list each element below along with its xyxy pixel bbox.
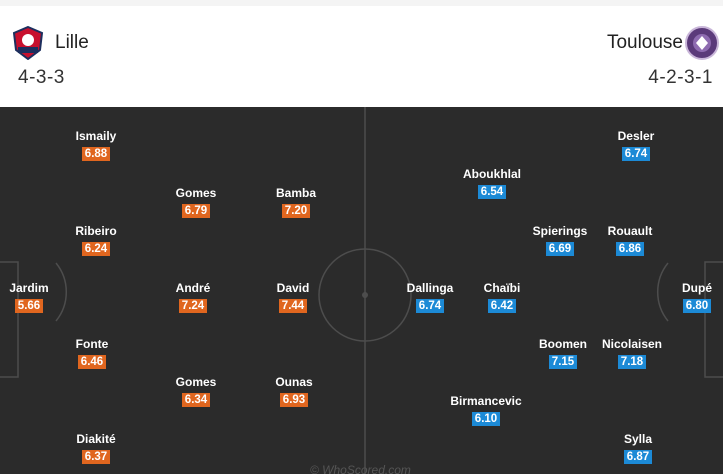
player-rating: 6.74	[621, 147, 651, 161]
player-name: Gomes	[175, 375, 217, 389]
player-home-8[interactable]: Fonte 6.46	[52, 337, 132, 370]
player-name: David	[276, 281, 310, 295]
player-rating: 6.87	[623, 450, 653, 464]
player-home-11[interactable]: Diakité 6.37	[56, 432, 136, 465]
player-name: Sylla	[623, 432, 653, 446]
watermark: © WhoScored.com	[310, 463, 411, 474]
player-rating: 6.80	[682, 299, 712, 313]
player-away-10[interactable]: Birmancevic 6.10	[446, 394, 526, 427]
player-rating: 6.24	[81, 242, 111, 256]
player-name: Diakité	[76, 432, 116, 446]
player-name: Jardim	[9, 281, 49, 295]
player-name: Fonte	[75, 337, 109, 351]
player-name: Desler	[617, 129, 655, 143]
player-rating: 6.54	[477, 185, 507, 199]
away-team-name[interactable]: Toulouse	[606, 32, 683, 53]
home-formation: 4-3-3	[18, 67, 65, 88]
player-away-8[interactable]: Boomen 7.15	[523, 337, 603, 370]
player-away-4[interactable]: Rouault 6.86	[590, 224, 670, 257]
player-away-1[interactable]: Desler 6.74	[596, 129, 676, 162]
player-rating: 6.42	[487, 299, 517, 313]
player-away-7[interactable]: Dupé 6.80	[657, 281, 723, 314]
player-name: Nicolaisen	[601, 337, 663, 351]
player-away-9[interactable]: Nicolaisen 7.18	[592, 337, 672, 370]
player-rating: 7.24	[178, 299, 208, 313]
player-away-3[interactable]: Spierings 6.69	[520, 224, 600, 257]
player-name: Rouault	[607, 224, 653, 238]
lille-crest-icon[interactable]	[12, 25, 44, 61]
player-rating: 6.69	[545, 242, 575, 256]
player-rating: 6.93	[279, 393, 309, 407]
player-name: Ribeiro	[75, 224, 117, 238]
player-away-2[interactable]: Aboukhlal 6.54	[452, 167, 532, 200]
player-home-2[interactable]: Gomes 6.79	[156, 186, 236, 219]
player-name: Gomes	[175, 186, 217, 200]
player-name: Boomen	[539, 337, 587, 351]
player-home-5[interactable]: Jardim 5.66	[0, 281, 69, 314]
player-rating: 6.88	[81, 147, 111, 161]
player-name: Dallinga	[406, 281, 454, 295]
player-away-5[interactable]: Dallinga 6.74	[390, 281, 470, 314]
toulouse-crest-icon[interactable]	[685, 26, 719, 60]
player-rating: 6.86	[615, 242, 645, 256]
player-name: Aboukhlal	[462, 167, 521, 181]
player-rating: 6.37	[81, 450, 111, 464]
player-name: Dupé	[682, 281, 712, 295]
player-away-11[interactable]: Sylla 6.87	[598, 432, 678, 465]
player-name: Ismaily	[75, 129, 117, 143]
player-name: Spierings	[532, 224, 588, 238]
player-home-10[interactable]: Ounas 6.93	[254, 375, 334, 408]
player-rating: 6.10	[471, 412, 501, 426]
player-home-6[interactable]: André 7.24	[153, 281, 233, 314]
player-name: Chaïbi	[483, 281, 521, 295]
pitch: Ismaily 6.88 Gomes 6.79 Bamba 7.20 Ribei…	[0, 107, 723, 474]
player-name: Bamba	[275, 186, 316, 200]
match-header: Lille 4-3-3 Toulouse 4-2-3-1	[0, 0, 723, 107]
player-rating: 7.15	[548, 355, 578, 369]
player-rating: 7.44	[278, 299, 308, 313]
player-rating: 7.18	[617, 355, 647, 369]
player-home-7[interactable]: David 7.44	[253, 281, 333, 314]
player-name: Ounas	[275, 375, 313, 389]
away-formation: 4-2-3-1	[648, 67, 713, 88]
pitch-markings	[0, 107, 723, 474]
home-team-name[interactable]: Lille	[55, 32, 89, 53]
player-home-3[interactable]: Bamba 7.20	[256, 186, 336, 219]
player-rating: 6.74	[415, 299, 445, 313]
player-name: Birmancevic	[450, 394, 522, 408]
player-away-6[interactable]: Chaïbi 6.42	[462, 281, 542, 314]
player-rating: 5.66	[14, 299, 44, 313]
player-home-4[interactable]: Ribeiro 6.24	[56, 224, 136, 257]
player-rating: 6.79	[181, 204, 211, 218]
player-name: André	[175, 281, 211, 295]
player-rating: 6.34	[181, 393, 211, 407]
player-rating: 7.20	[281, 204, 311, 218]
player-home-9[interactable]: Gomes 6.34	[156, 375, 236, 408]
player-rating: 6.46	[77, 355, 107, 369]
player-home-1[interactable]: Ismaily 6.88	[56, 129, 136, 162]
